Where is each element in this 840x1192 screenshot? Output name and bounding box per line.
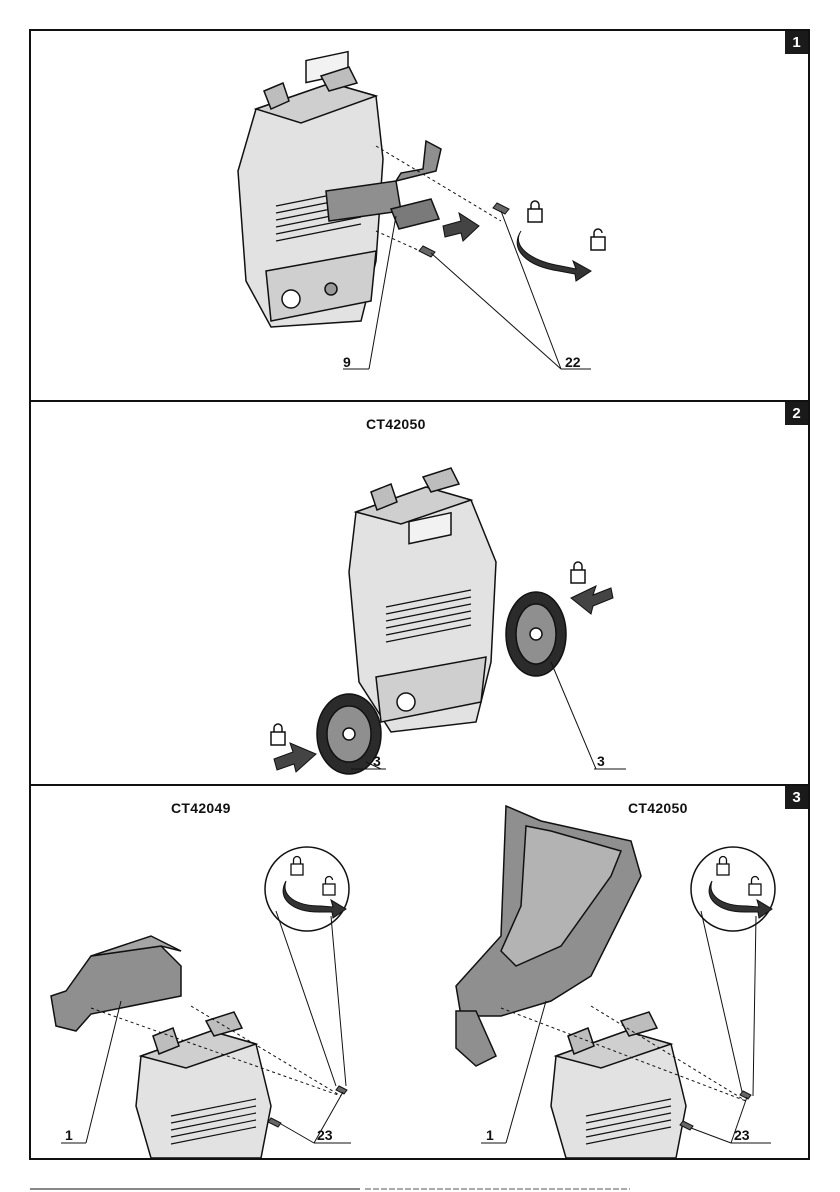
label-part-9: 9	[343, 354, 351, 370]
panel-3-illustration	[31, 786, 808, 1158]
push-arrow-icon	[443, 213, 479, 241]
panel-2-illustration	[31, 402, 808, 786]
label-part-1-left: 1	[65, 1127, 73, 1143]
push-arrow-icon	[274, 743, 316, 772]
pressure-washer-machine-right	[551, 1012, 686, 1158]
panel-2: 2 CT42050	[31, 402, 808, 786]
label-part-23-left: 23	[317, 1127, 333, 1143]
label-part-22: 22	[565, 354, 581, 370]
label-part-23-right: 23	[734, 1127, 750, 1143]
label-part-3-right: 3	[597, 753, 605, 769]
wheel-part-3-right	[506, 592, 566, 676]
zoom-detail-right	[691, 847, 775, 1096]
lock-open-icon	[591, 229, 605, 250]
footer-dash-line	[30, 1186, 810, 1192]
push-arrow-icon	[571, 586, 613, 614]
label-part-1-right: 1	[486, 1127, 494, 1143]
wheel-part-3-left	[317, 694, 381, 774]
rotate-arrow-icon	[517, 231, 591, 281]
instruction-sheet: 1	[29, 29, 810, 1160]
pressure-washer-machine	[349, 468, 496, 732]
lock-closed-icon	[571, 562, 585, 583]
lock-closed-icon	[528, 201, 542, 222]
pressure-washer-machine-left	[136, 1012, 271, 1158]
label-part-3-left: 3	[373, 753, 381, 769]
panel-1: 1	[31, 31, 808, 402]
screw-icon	[680, 1091, 751, 1130]
panel-3: 3 CT42049 CT42050	[31, 786, 808, 1158]
handle-part-1-tall	[456, 806, 641, 1066]
lock-closed-icon	[271, 724, 285, 745]
zoom-detail-left	[265, 847, 349, 1086]
footer-print-strip	[30, 1186, 810, 1192]
panel-1-illustration	[31, 31, 808, 402]
